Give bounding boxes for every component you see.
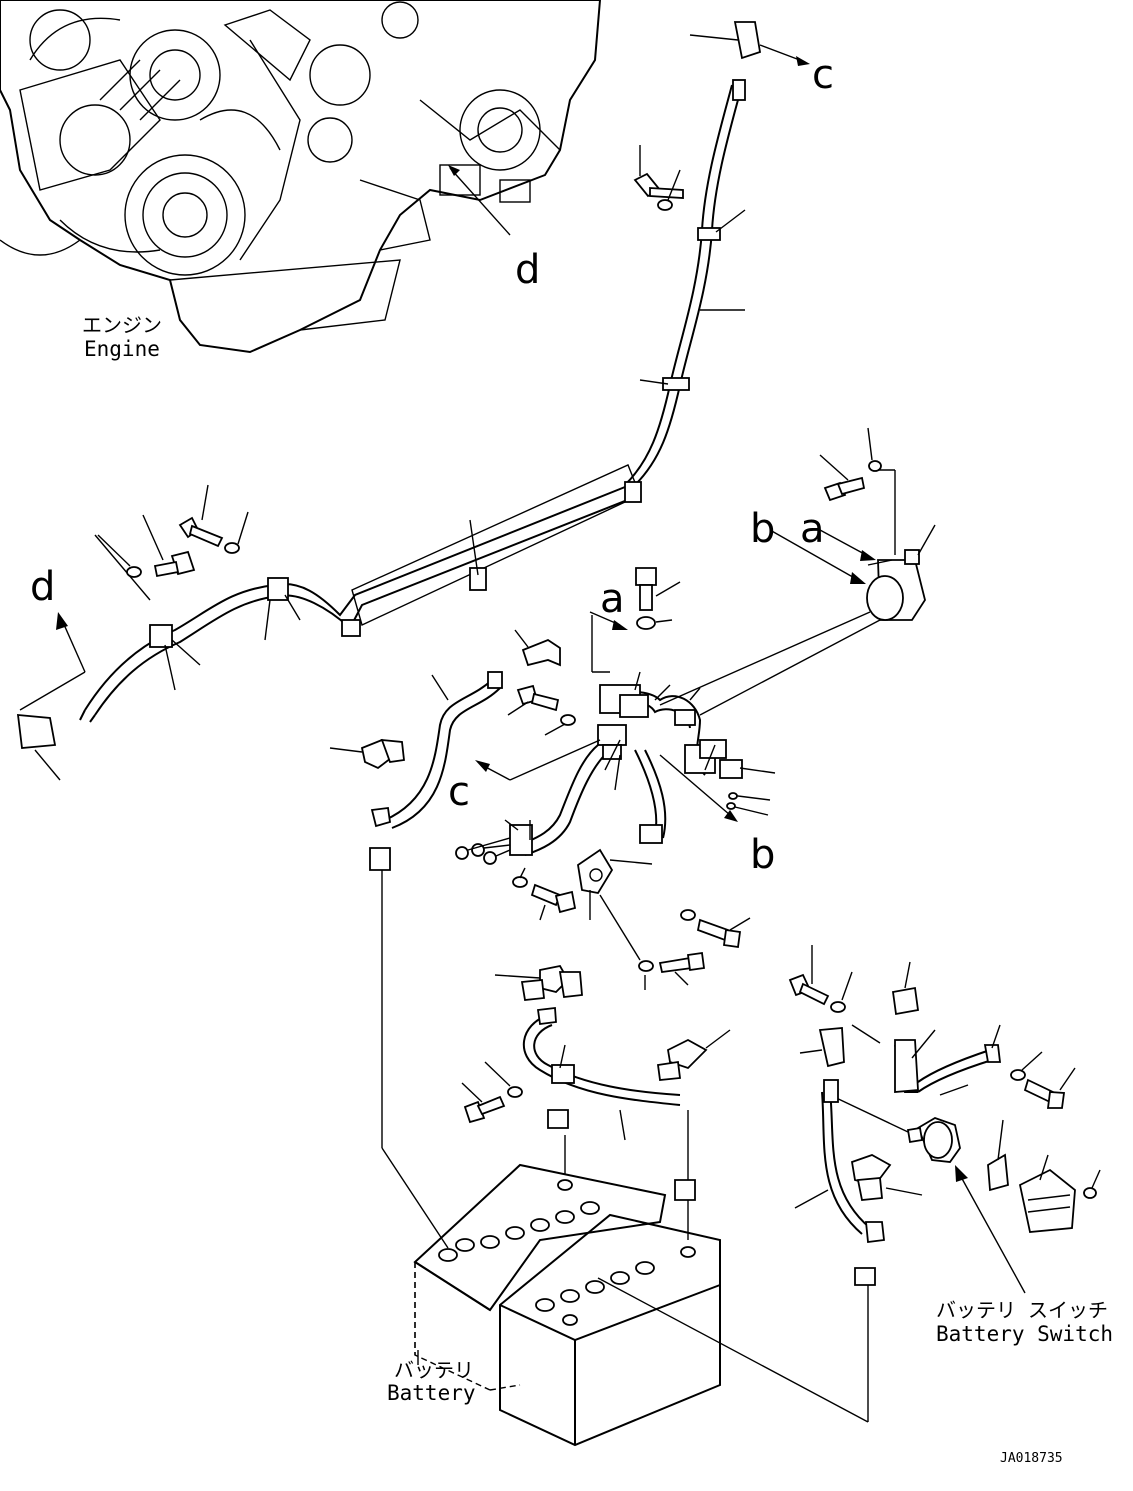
callout-b-right: b xyxy=(750,506,775,552)
battery-label-en: Battery xyxy=(387,1381,476,1405)
cable-c xyxy=(329,671,503,1249)
battery-2 xyxy=(499,1213,721,1447)
leader-cap-c xyxy=(689,34,739,41)
arrowhead-d-engine xyxy=(448,165,460,176)
drawing-id: JA018735 xyxy=(1000,1451,1063,1466)
callout-c-top: c xyxy=(812,52,834,98)
bolts-upper-left xyxy=(97,484,249,578)
engine-label-jp: エンジン xyxy=(82,313,162,337)
battery-switch-group xyxy=(597,945,1101,1423)
leader-d-engine xyxy=(449,167,511,236)
engine-drawing xyxy=(0,0,602,354)
callout-d-engine: d xyxy=(515,247,540,293)
battery-1 xyxy=(413,1163,667,1391)
terminal-cap-c xyxy=(733,21,762,60)
callout-b-center: b xyxy=(750,832,775,878)
cable-cover xyxy=(351,464,641,626)
battery-cable xyxy=(461,964,731,1240)
center-harness: a xyxy=(448,567,775,990)
callout-c-center: c xyxy=(448,769,470,815)
switch-cover xyxy=(1018,1168,1076,1233)
battery-label-jp: バッテリ xyxy=(394,1358,474,1382)
callout-d-left: d xyxy=(30,564,55,610)
relay-body xyxy=(866,575,904,621)
top-cable: c xyxy=(624,21,834,486)
engine-label-en: Engine xyxy=(84,337,160,361)
callout-a-center: a xyxy=(600,576,625,622)
callout-a-right: a xyxy=(800,506,825,552)
terminal-cap-d-left xyxy=(16,713,57,749)
main-cable xyxy=(16,464,642,781)
relay-assembly xyxy=(659,427,936,716)
switch-label-en: Battery Switch xyxy=(936,1322,1113,1346)
switch-label-jp: バッテリ スイッチ xyxy=(936,1298,1108,1322)
